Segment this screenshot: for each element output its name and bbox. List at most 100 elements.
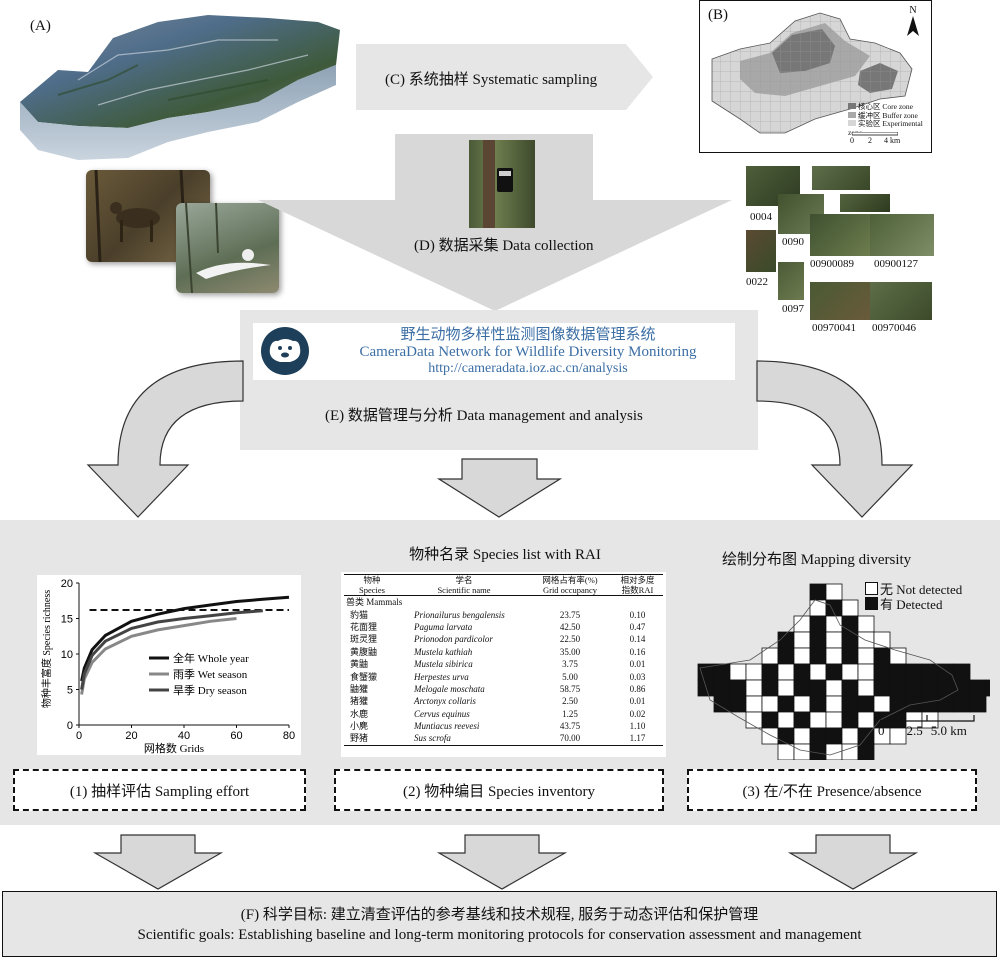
species-cn: 食蟹獴 (350, 671, 378, 682)
grid-occupancy: 22.50 (559, 634, 581, 645)
scientific-name: Herpestes urva (414, 671, 469, 682)
species-cn: 豹猫 (350, 609, 369, 620)
grid-cell-detected (729, 695, 747, 713)
zone-label: 核心区 Core zone (858, 102, 913, 111)
grid-cell-not-detected (761, 727, 779, 745)
legend-not-detected: 无 Not detected (865, 582, 962, 597)
legend-detected: 有 Detected (865, 597, 962, 612)
grid-cell-detected (761, 679, 779, 697)
scientific-name: Cervus equinus (414, 708, 470, 719)
thumb-label: 0097 (782, 303, 804, 315)
zone-swatch (848, 103, 856, 109)
grid-cell-not-detected (777, 743, 795, 760)
rai-value: 1.17 (629, 733, 646, 744)
legend-label: 全年 Whole year (173, 651, 249, 665)
sampling-effort-label: (1) 抽样评估 Sampling effort (13, 769, 306, 811)
grid-cell-not-detected (777, 663, 795, 681)
scientific-name: Muntiacus reevesi (414, 721, 480, 732)
group-row: 兽类 Mammals (346, 597, 403, 608)
grid-cell-detected (841, 647, 859, 665)
grid-cell-not-detected (809, 711, 827, 729)
grid-occupancy: 58.75 (559, 683, 581, 694)
grid-cell-detected (969, 679, 987, 697)
scientific-name: Prionodon pardicolor (414, 634, 493, 645)
grid-cell-detected (713, 679, 731, 697)
system-url-link[interactable]: http://cameradata.ioz.ac.cn/analysis (428, 361, 628, 376)
thumb-label: 00970046 (872, 322, 916, 334)
system-title-cn: 野生动物多样性监测图像数据管理系统 (400, 327, 656, 343)
species-cn: 小麂 (350, 721, 369, 732)
grid-cell-not-detected (745, 695, 763, 713)
grid-occupancy: 35.00 (559, 646, 581, 657)
grid-cell-not-detected (793, 743, 811, 760)
grid-cell-detected (809, 695, 827, 713)
north-arrow: N (905, 5, 921, 38)
camera-trap-photo (469, 140, 535, 228)
grid-cell-detected (841, 711, 859, 729)
grid-occupancy: 3.75 (562, 659, 578, 670)
zone-label: 缓冲区 Buffer zone (858, 110, 918, 120)
grid-cell-detected (937, 695, 955, 713)
rai-value: 0.10 (629, 609, 646, 620)
grid-cell-not-detected (889, 647, 907, 665)
zone-swatch (848, 111, 856, 118)
grid-cell-not-detected (745, 679, 763, 697)
step-d-label: (D) 数据采集 Data collection (414, 238, 594, 254)
thumb-photo (746, 230, 776, 272)
terrain-map-image (20, 15, 340, 160)
y-tick-label: 0 (67, 720, 73, 732)
rai-value: 0.14 (629, 634, 646, 645)
camera-thumbnails: 0004 0090 0022 00900089 00900127 0097 00… (740, 160, 940, 338)
grid-cell-detected (857, 695, 875, 713)
rai-value: 0.01 (629, 696, 646, 707)
grid-cell-detected (841, 679, 859, 697)
grid-cell-detected (761, 711, 779, 729)
grid-cell-detected (873, 663, 891, 681)
grid-cell-not-detected (761, 695, 779, 713)
x-tick-label: 0 (76, 730, 82, 742)
grid-cell-detected (921, 679, 939, 697)
col-rai: 相对多度指数RAI (620, 575, 655, 595)
grid-occupancy: 70.00 (559, 733, 581, 744)
x-tick-label: 80 (283, 730, 295, 742)
grid-cell-not-detected (825, 631, 843, 649)
grid-cell-detected (889, 695, 907, 713)
grid-occupancy: 23.75 (559, 609, 581, 620)
grid-cell-detected (793, 679, 811, 697)
thumb-photo (810, 282, 872, 320)
bottom-arrow-right (788, 834, 918, 890)
legend-label: 雨季 Wet season (173, 668, 248, 681)
species-list-title: 物种名录 Species list with RAI (409, 547, 601, 563)
grid-cell-not-detected (793, 631, 811, 649)
thumb-label: 0090 (782, 236, 804, 248)
y-axis-label: 物种丰富度 Species richness (40, 590, 53, 708)
rai-value: 0.86 (629, 683, 646, 694)
scientific-name: Sus scrofa (414, 733, 451, 744)
series-line (80, 617, 237, 695)
grid-cell-not-detected (777, 711, 795, 729)
scientific-name: Mustela sibirica (414, 659, 473, 670)
rai-value: 0.16 (629, 646, 646, 657)
grid-cell-not-detected (809, 663, 827, 681)
system-title-en: CameraData Network for Wildlife Diversit… (359, 344, 697, 360)
bear-logo-icon (261, 327, 309, 375)
grid-occupancy: 43.75 (559, 721, 581, 732)
y-tick-label: 5 (67, 685, 73, 697)
y-tick-label: 20 (61, 578, 73, 590)
grid-cell-not-detected (857, 663, 875, 681)
grid-cell-not-detected (745, 663, 763, 681)
species-cn: 野猪 (350, 733, 369, 744)
grid-cell-not-detected (825, 695, 843, 713)
grid-cell-not-detected (857, 647, 875, 665)
grid-cell-detected (729, 679, 747, 697)
scientific-name: Mustela kathiah (414, 646, 473, 657)
grid-cell-not-detected (857, 711, 875, 729)
grid-cell-detected (841, 615, 859, 633)
grid-cell-detected (825, 663, 843, 681)
label-a: (A) (30, 18, 51, 34)
